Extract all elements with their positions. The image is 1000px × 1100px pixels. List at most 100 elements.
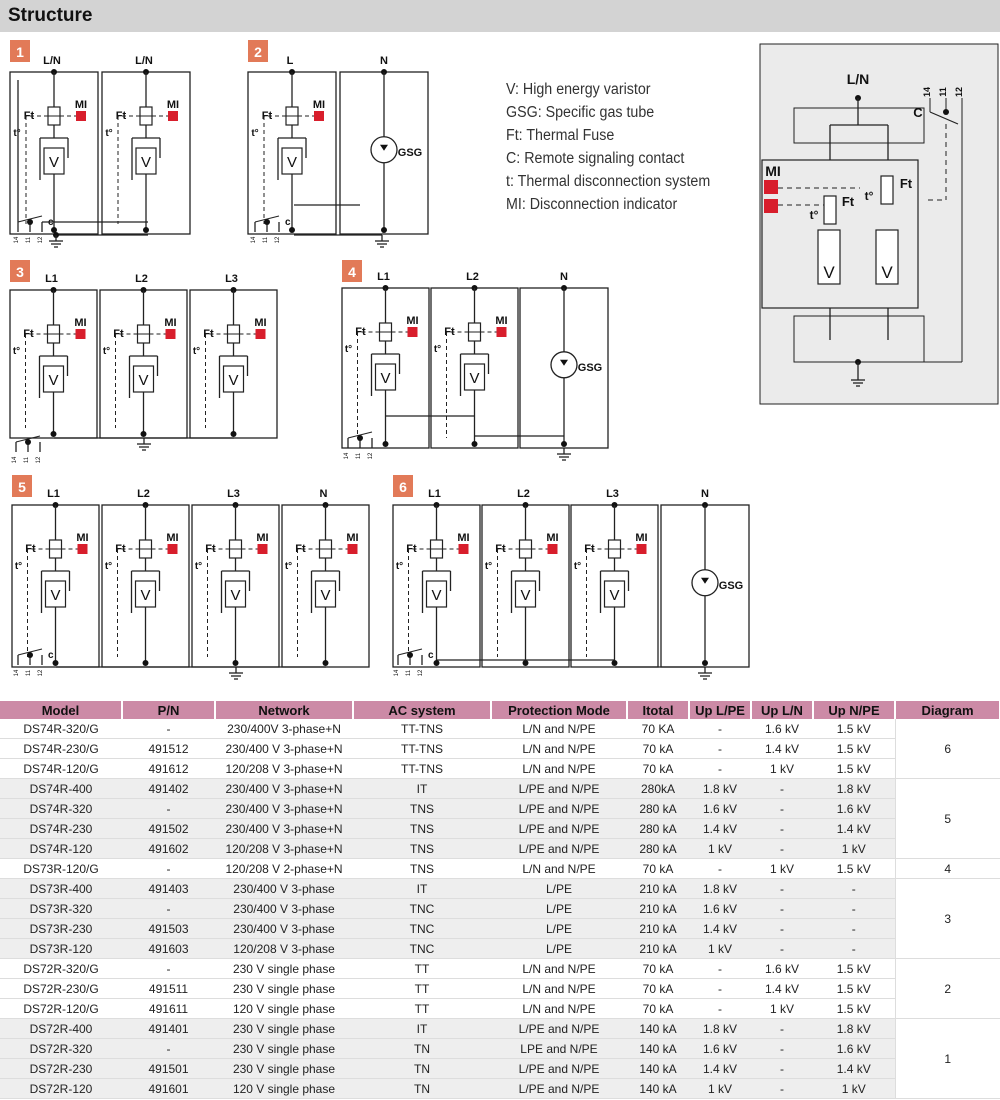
diagram-label: L/N [135, 55, 153, 67]
table-cell: L/PE and N/PE [491, 1058, 627, 1079]
diagram-number-badge [12, 475, 32, 497]
column-header: Up N/PE [813, 701, 896, 719]
table-cell: IT [353, 878, 491, 899]
diagram-label: GSG [398, 147, 422, 159]
table-cell: - [813, 878, 895, 899]
table-cell: TN [353, 1038, 491, 1059]
table-cell: DS73R-230 [0, 918, 122, 939]
diagram-label: Ft [115, 543, 126, 555]
table-cell: - [751, 1038, 813, 1059]
junction-dot [51, 227, 57, 233]
diagram-label: L3 [606, 488, 619, 500]
legend-item: t: Thermal disconnection system [506, 173, 711, 190]
disconnection-indicator-icon [407, 327, 418, 337]
junction-dot [230, 431, 237, 437]
table-cell: TNS [353, 838, 491, 859]
table-cell: 70 kA [627, 998, 689, 1019]
diagram-number-badge [393, 475, 413, 497]
diagram-label: c [48, 650, 54, 661]
diagram-label: t° [105, 561, 112, 572]
table-cell: 491602 [122, 838, 215, 859]
table-cell: 1.5 kV [813, 978, 895, 999]
table-cell: DS72R-320/G [0, 958, 122, 979]
diagram-label: 3 [16, 264, 24, 280]
table-header-row: Model P/N Network AC system Protection M… [0, 701, 1000, 719]
table-cell: 491501 [122, 1058, 215, 1079]
junction-dot [50, 431, 57, 437]
diagram-label: L1 [45, 273, 58, 285]
table-cell: DS73R-320 [0, 898, 122, 919]
thermal-fuse-icon [880, 175, 894, 205]
diagram-label: L1 [428, 488, 441, 500]
legend-item: MI: Disconnection indicator [506, 196, 678, 213]
table-cell: - [751, 878, 813, 899]
table-cell: 280 kA [627, 838, 689, 859]
junction-dot [27, 652, 33, 658]
table-cell: 210 kA [627, 878, 689, 899]
section-title: Structure [8, 5, 93, 26]
table-cell: DS72R-230/G [0, 978, 122, 999]
diagram-label: 12 [36, 456, 42, 463]
junction-dot [522, 660, 529, 666]
table-cell: 210 kA [627, 918, 689, 939]
wire [929, 111, 959, 125]
legend-item: GSG: Specific gas tube [506, 104, 655, 121]
table-cell: 1.8 kV [689, 878, 751, 899]
thermal-fuse-icon [823, 195, 837, 225]
table-cell: 1 kV [689, 838, 751, 859]
table-cell: 140 kA [627, 1038, 689, 1059]
disconnection-indicator-icon [77, 544, 88, 554]
diagram-label: L2 [135, 273, 148, 285]
table-cell: - [813, 918, 895, 939]
diagram-label: t° [285, 561, 292, 572]
diagram-label: Ft [113, 328, 124, 340]
diagram-label: t° [810, 208, 819, 222]
table-cell: DS72R-400 [0, 1018, 122, 1039]
disconnection-indicator-icon [165, 329, 176, 339]
table-cell: TT [353, 958, 491, 979]
table-cell: L/PE and N/PE [491, 838, 627, 859]
table-cell: L/PE and N/PE [491, 778, 627, 799]
disconnection-indicator-icon [764, 199, 778, 213]
diagram-label: Ft [406, 543, 417, 555]
table-cell: TT [353, 998, 491, 1019]
table-cell: 230/400 V 3-phase+N [215, 778, 353, 799]
diagram-label: V [287, 154, 297, 171]
disconnection-indicator-icon [255, 329, 266, 339]
junction-dot [943, 109, 949, 115]
diagram-label: MI [406, 315, 418, 327]
table-cell: TNS [353, 858, 491, 879]
table-cell: 230 V single phase [215, 1018, 353, 1039]
diagram-label: L2 [517, 488, 530, 500]
column-header: Itotal [627, 701, 690, 719]
table-cell: TNC [353, 938, 491, 959]
diagram-label: Ft [444, 326, 455, 338]
column-header: Up L/N [751, 701, 814, 719]
table-cell: 491612 [122, 758, 215, 779]
table-cell: DS74R-230/G [0, 738, 122, 759]
diagram-label: 14 [394, 669, 400, 676]
diagram-label: 12 [418, 669, 424, 676]
table-cell: 230 V single phase [215, 958, 353, 979]
table-cell: L/N and N/PE [491, 758, 627, 779]
table-cell: L/PE [491, 918, 627, 939]
table-cell: 70 KA [627, 719, 689, 739]
table-cell: 1 kV [751, 998, 813, 1019]
table-cell: L/N and N/PE [491, 978, 627, 999]
table-cell: 70 kA [627, 958, 689, 979]
table-cell: 120 V single phase [215, 998, 353, 1019]
diagram-label: MI [164, 317, 176, 329]
diagram-label: L2 [137, 488, 150, 500]
table-cell: 70 kA [627, 978, 689, 999]
diagram-label: V [823, 263, 835, 282]
table-cell: 491603 [122, 938, 215, 959]
junction-dot [407, 652, 413, 658]
table-cell: 70 kA [627, 758, 689, 779]
diagram-label: V [48, 372, 58, 389]
table-cell: 230/400V 3-phase+N [215, 719, 353, 739]
diagram-label: V [141, 154, 151, 171]
